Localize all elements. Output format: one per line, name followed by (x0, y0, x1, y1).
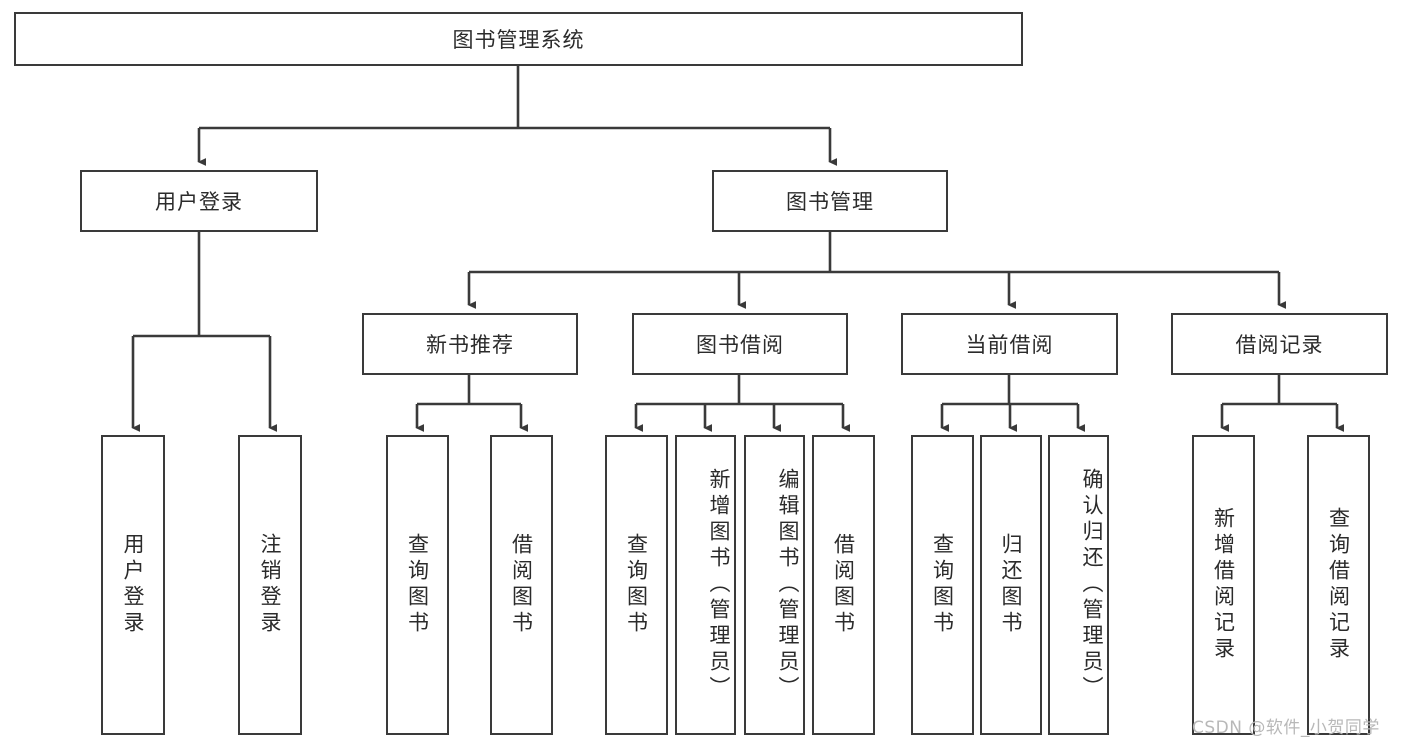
node-book-borrow[interactable]: 图书借阅 (632, 313, 848, 375)
node-leaf-confirm-return-admin[interactable]: 确认归还（管理员） (1048, 435, 1109, 735)
node-label: 查询图书 (930, 533, 955, 637)
node-leaf-return-book[interactable]: 归还图书 (980, 435, 1042, 735)
node-label: 确认归还（管理员） (1080, 468, 1104, 702)
node-label: 用户登录 (155, 190, 243, 214)
node-label: 编辑图书（管理员） (776, 468, 800, 702)
node-leaf-add-borrow-record[interactable]: 新增借阅记录 (1192, 435, 1255, 735)
node-root-book-management-system[interactable]: 图书管理系统 (14, 12, 1023, 66)
node-leaf-borrow-book-borrow[interactable]: 借阅图书 (812, 435, 875, 735)
node-leaf-edit-book-admin[interactable]: 编辑图书（管理员） (744, 435, 805, 735)
node-label: 当前借阅 (965, 333, 1054, 357)
node-new-book-recommend[interactable]: 新书推荐 (362, 313, 578, 375)
node-label: 借阅记录 (1235, 333, 1324, 357)
node-user-login[interactable]: 用户登录 (80, 170, 318, 232)
node-label: 查询借阅记录 (1326, 507, 1351, 663)
node-label: 注销登录 (258, 533, 282, 637)
node-label: 用户登录 (121, 533, 145, 637)
csdn-watermark: CSDN @软件_小贺同学 (1192, 718, 1380, 738)
node-label: 查询图书 (405, 533, 430, 637)
node-label: 借阅图书 (831, 533, 856, 637)
node-label: 借阅图书 (509, 533, 534, 637)
node-leaf-query-book-borrow[interactable]: 查询图书 (605, 435, 668, 735)
node-leaf-borrow-book-recommend[interactable]: 借阅图书 (490, 435, 553, 735)
node-borrow-record[interactable]: 借阅记录 (1171, 313, 1388, 375)
node-leaf-query-borrow-record[interactable]: 查询借阅记录 (1307, 435, 1370, 735)
node-label: 图书管理 (786, 190, 874, 214)
node-label: 图书借阅 (696, 333, 784, 357)
node-label: 新增图书（管理员） (707, 468, 731, 702)
node-label: 归还图书 (999, 533, 1023, 637)
node-leaf-user-logout[interactable]: 注销登录 (238, 435, 302, 735)
node-book-management[interactable]: 图书管理 (712, 170, 948, 232)
node-leaf-add-book-admin[interactable]: 新增图书（管理员） (675, 435, 736, 735)
node-leaf-query-book-recommend[interactable]: 查询图书 (386, 435, 449, 735)
node-current-borrow[interactable]: 当前借阅 (901, 313, 1118, 375)
node-label: 查询图书 (624, 533, 649, 637)
node-label: 新增借阅记录 (1211, 507, 1236, 663)
node-leaf-user-login[interactable]: 用户登录 (101, 435, 165, 735)
node-label: 新书推荐 (426, 333, 514, 357)
node-leaf-query-book-current[interactable]: 查询图书 (911, 435, 974, 735)
node-label: 图书管理系统 (452, 28, 585, 52)
